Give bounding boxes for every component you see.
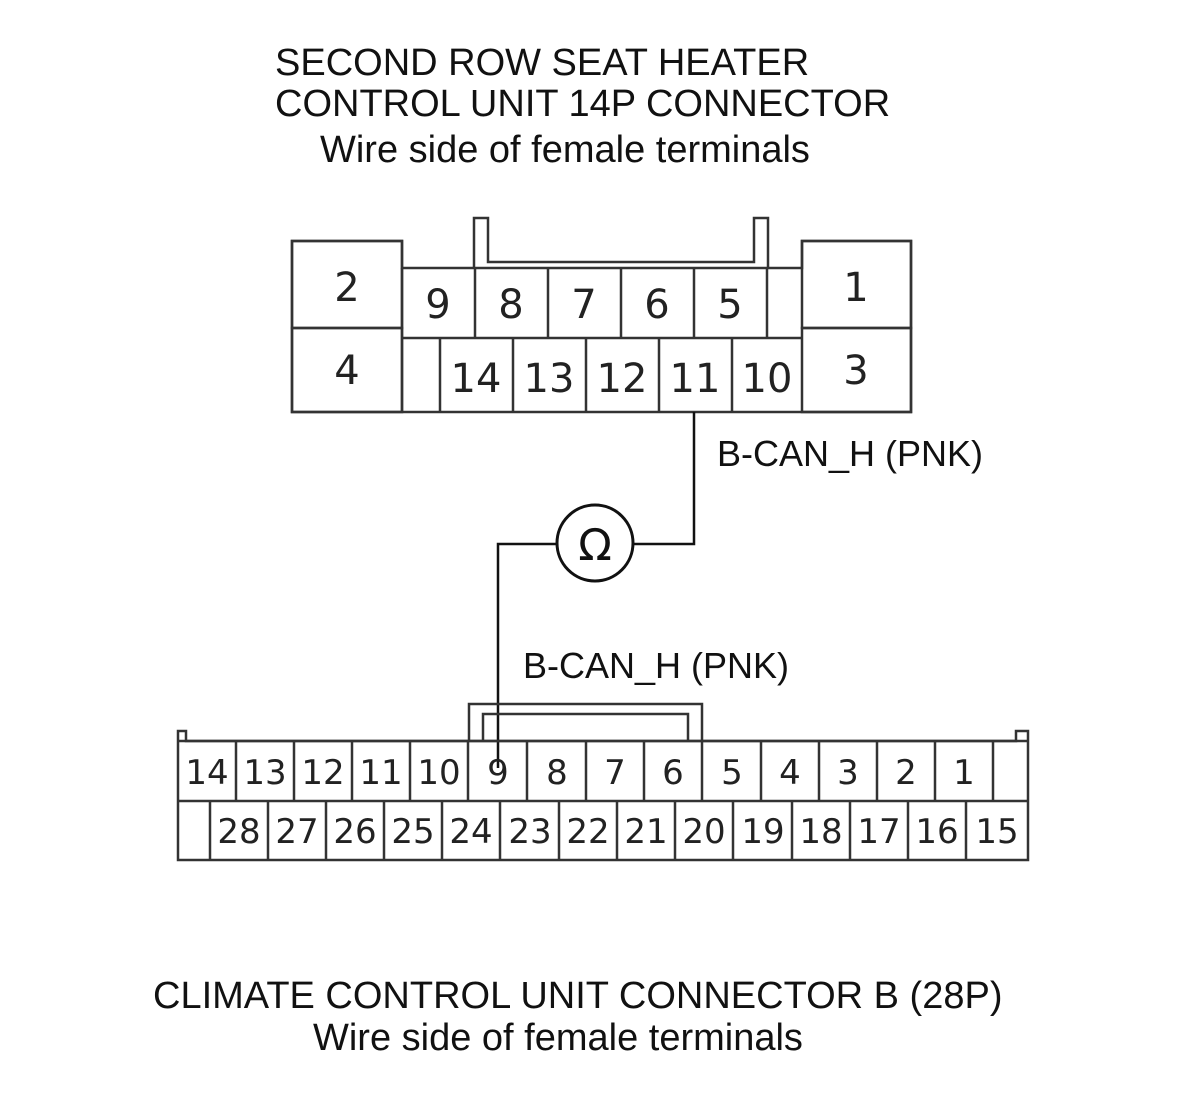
top-pin-7: 7 — [571, 282, 596, 328]
top-pin-9: 9 — [425, 282, 450, 328]
wire-to-top-pin-11 — [633, 412, 696, 546]
top-pin-3: 3 — [843, 348, 868, 394]
bottom-pin-21: 21 — [624, 812, 667, 852]
bottom-pin-10: 10 — [417, 753, 460, 793]
top-wire-label: B-CAN_H (PNK) — [717, 433, 983, 474]
bottom-connector: 14 13 12 11 10 9 8 7 6 5 4 3 2 1 28 27 2… — [176, 702, 1030, 862]
bottom-pin-4: 4 — [779, 753, 801, 793]
top-pin-4: 4 — [334, 348, 359, 394]
top-pin-10: 10 — [742, 356, 793, 402]
bottom-pin-8: 8 — [546, 753, 568, 793]
top-pin-1: 1 — [843, 265, 868, 311]
bottom-pin-11: 11 — [359, 753, 402, 793]
bottom-pin-17: 17 — [857, 812, 900, 852]
bottom-pin-28: 28 — [217, 812, 260, 852]
bottom-pin-12: 12 — [301, 753, 344, 793]
top-title-line1: SECOND ROW SEAT HEATER — [275, 42, 809, 84]
top-pin-3-cell — [800, 326, 913, 414]
bottom-pin-22: 22 — [566, 812, 609, 852]
top-connector-lock-tab — [472, 216, 770, 268]
bottom-pin-9: 9 — [487, 753, 509, 793]
top-title-line2: CONTROL UNIT 14P CONNECTOR — [275, 83, 890, 125]
bottom-pin-20: 20 — [682, 812, 725, 852]
bottom-pin-25: 25 — [391, 812, 434, 852]
bottom-pin-6: 6 — [662, 753, 684, 793]
bottom-pin-23: 23 — [508, 812, 551, 852]
bottom-bottom-row-labels: 28 27 26 25 24 23 22 21 20 19 18 17 16 1… — [217, 812, 1018, 852]
test-circuit: Ω — [496, 412, 696, 768]
bottom-pin-3: 3 — [837, 753, 859, 793]
bottom-pin-15: 15 — [975, 812, 1018, 852]
bottom-pin-27: 27 — [275, 812, 318, 852]
bottom-pin-26: 26 — [333, 812, 376, 852]
bottom-pin-1: 1 — [953, 753, 975, 793]
top-pin-2: 2 — [334, 265, 359, 311]
top-pin-13: 13 — [524, 356, 575, 402]
bottom-pin-7: 7 — [604, 753, 626, 793]
bottom-wire-label: B-CAN_H (PNK) — [523, 645, 789, 686]
bottom-connector-lock-tab — [467, 702, 704, 741]
top-subtitle: Wire side of female terminals — [320, 129, 810, 171]
bottom-pin-24: 24 — [449, 812, 492, 852]
ohmmeter-icon — [555, 503, 635, 583]
top-pin-5: 5 — [717, 282, 742, 328]
wire-to-bottom-pin-9 — [496, 542, 557, 768]
bottom-pin-19: 19 — [741, 812, 784, 852]
top-pin-6: 6 — [644, 282, 669, 328]
bottom-pin-13: 13 — [243, 753, 286, 793]
top-connector: 2 4 1 3 9 8 7 6 5 14 13 12 11 10 — [290, 216, 913, 414]
bottom-pin-16: 16 — [915, 812, 958, 852]
top-pin-12: 12 — [597, 356, 648, 402]
bottom-title: CLIMATE CONTROL UNIT CONNECTOR B (28P) — [153, 975, 1002, 1017]
bottom-pin-18: 18 — [799, 812, 842, 852]
bottom-pin-5: 5 — [721, 753, 743, 793]
bottom-connector-body — [176, 729, 1030, 862]
bottom-top-row-labels: 14 13 12 11 10 9 8 7 6 5 4 3 2 1 — [185, 753, 974, 793]
bottom-pin-14: 14 — [185, 753, 228, 793]
top-pin-8: 8 — [498, 282, 523, 328]
top-pin-11: 11 — [670, 356, 721, 402]
top-pin-14: 14 — [451, 356, 502, 402]
ohm-symbol: Ω — [578, 520, 612, 571]
bottom-subtitle: Wire side of female terminals — [313, 1017, 803, 1059]
bottom-pin-2: 2 — [895, 753, 917, 793]
